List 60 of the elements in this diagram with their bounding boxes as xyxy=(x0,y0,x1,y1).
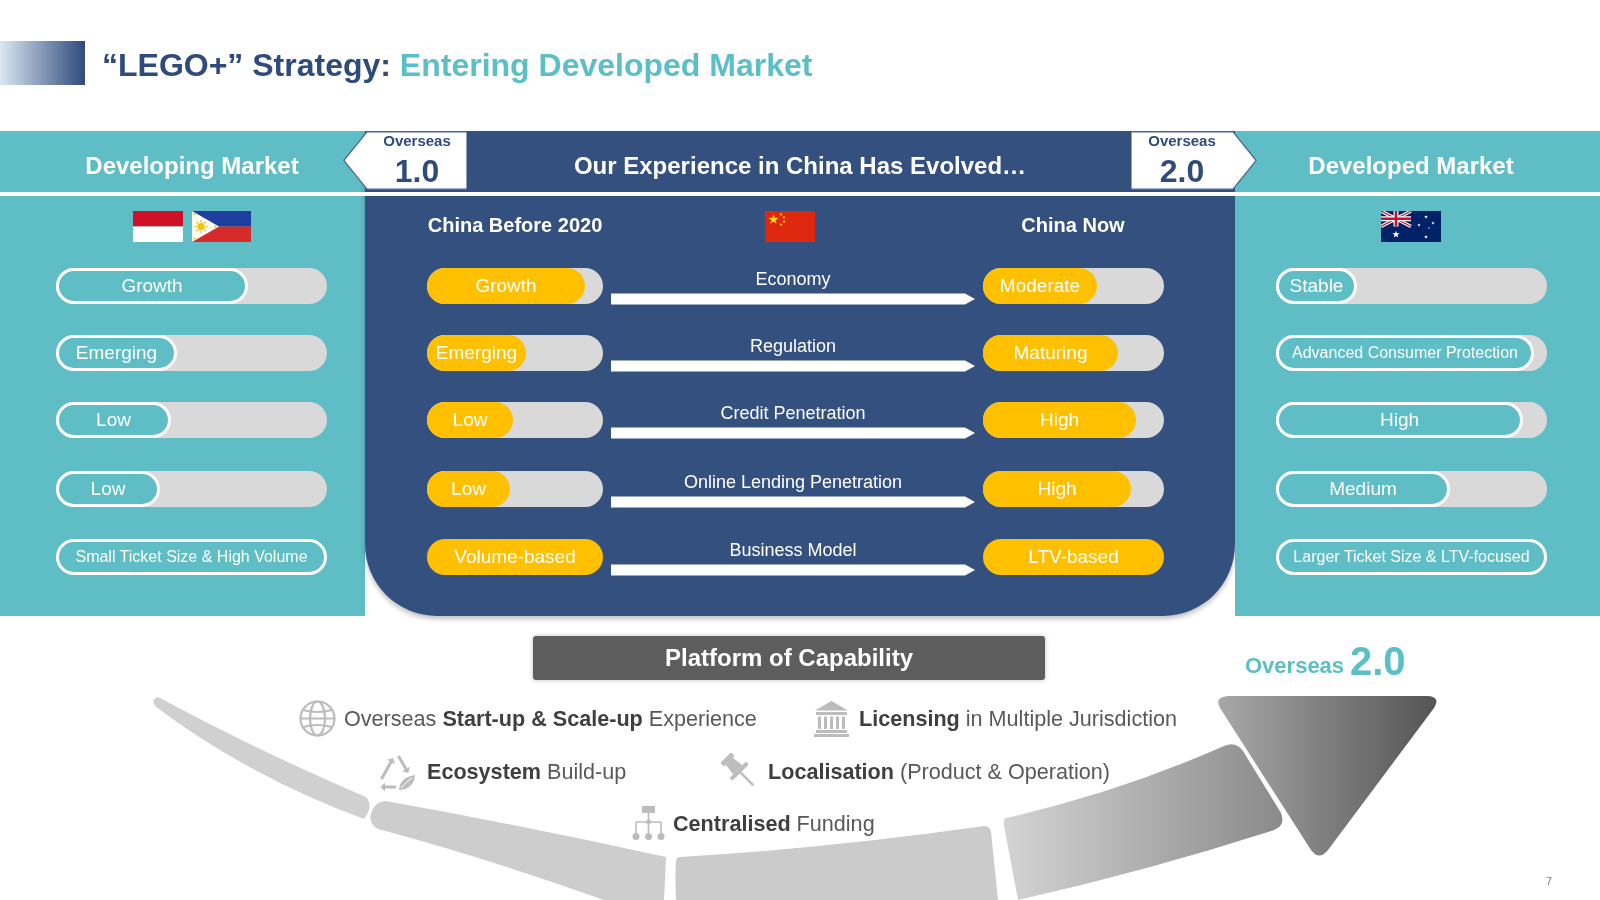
version-number: 2.0 xyxy=(1159,152,1205,190)
level-pill: Advanced Consumer Protection xyxy=(1276,335,1534,371)
arrow xyxy=(611,496,975,508)
level-pill: Low xyxy=(56,471,160,507)
level-pill: Low xyxy=(56,402,171,438)
version-number: 2.0 xyxy=(1350,638,1406,684)
arrow xyxy=(611,293,975,305)
level-track xyxy=(56,471,327,507)
level-pill: Medium xyxy=(1276,471,1450,507)
level-track xyxy=(983,471,1164,507)
level-pill: Small Ticket Size & High Volume xyxy=(56,539,327,575)
market-panel xyxy=(0,131,365,616)
arrow xyxy=(611,427,975,439)
level-track xyxy=(427,471,603,507)
level-pill: Growth xyxy=(56,268,248,304)
level-pill: Emerging xyxy=(427,335,526,371)
level-track xyxy=(427,402,603,438)
panel-heading: Developing Market xyxy=(85,152,299,180)
panel-heading: Developed Market xyxy=(1308,152,1514,180)
tag-label: Overseas xyxy=(383,132,451,150)
level-pill: Growth xyxy=(427,268,585,304)
capability-text: Licensing in Multiple Jurisdiction xyxy=(859,706,1178,732)
arrow xyxy=(611,360,975,372)
column-heading: China Now xyxy=(1021,213,1125,237)
level-track xyxy=(983,268,1164,304)
level-track xyxy=(1276,268,1547,304)
page-number: 7 xyxy=(1546,874,1553,888)
level-track xyxy=(56,402,327,438)
level-pill: Maturing xyxy=(983,335,1118,371)
level-pill: High xyxy=(1276,402,1523,438)
overseas-label: Overseas xyxy=(1245,653,1345,679)
platform-banner: Platform of Capability xyxy=(533,636,1045,680)
level-pill: Larger Ticket Size & LTV-focused xyxy=(1276,539,1547,575)
capability-text: Localisation (Product & Operation) xyxy=(768,759,1111,785)
level-track xyxy=(427,335,603,371)
capability-text: Centralised Funding xyxy=(673,811,875,837)
level-track xyxy=(56,268,327,304)
level-track xyxy=(983,335,1164,371)
level-pill: High xyxy=(983,402,1136,438)
level-pill: High xyxy=(983,471,1131,507)
level-pill: Stable xyxy=(1276,268,1357,304)
tag-label: Overseas xyxy=(1148,132,1216,150)
slide-title: “LEGO+” Strategy: Entering Developed Market xyxy=(102,46,813,84)
level-pill: Emerging xyxy=(56,335,177,371)
version-tag xyxy=(1131,131,1257,190)
capability-text: Ecosystem Build-up xyxy=(427,759,627,785)
level-track xyxy=(1276,471,1547,507)
column-heading: China Before 2020 xyxy=(427,213,603,237)
level-track xyxy=(56,335,327,371)
market-panel xyxy=(1235,131,1600,616)
capability-text: Overseas Start-up & Scale-up Experience xyxy=(344,706,757,732)
level-pill: Volume-based xyxy=(427,539,603,575)
version-number: 1.0 xyxy=(394,152,440,190)
level-track xyxy=(983,402,1164,438)
arrow xyxy=(611,564,975,576)
level-pill: Low xyxy=(427,402,513,438)
level-pill: LTV-based xyxy=(983,539,1164,575)
panel-heading: Our Experience in China Has Evolved… xyxy=(573,152,1027,180)
level-pill: Moderate xyxy=(983,268,1097,304)
level-pill: Low xyxy=(427,471,510,507)
